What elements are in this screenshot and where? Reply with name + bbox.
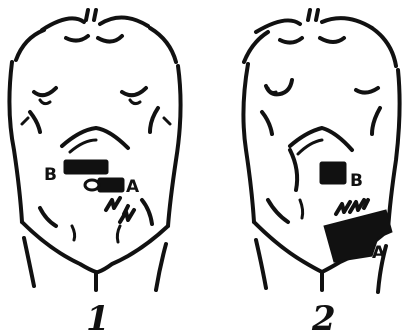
torso-figure-2: B A 2	[243, 10, 399, 334]
figure-number-1: 1	[86, 299, 110, 334]
region-a-bar	[98, 178, 124, 192]
label-b-fig2: B	[350, 171, 363, 191]
torso-figure-1: B A 1	[9, 10, 180, 334]
figure-number-2: 2	[311, 299, 336, 334]
label-a-fig1: A	[126, 177, 140, 197]
region-b-square	[320, 162, 346, 184]
label-a-fig2: A	[372, 243, 386, 263]
label-b-fig1: B	[44, 165, 57, 185]
region-a-ring	[85, 180, 99, 190]
region-b-bar	[64, 160, 108, 174]
